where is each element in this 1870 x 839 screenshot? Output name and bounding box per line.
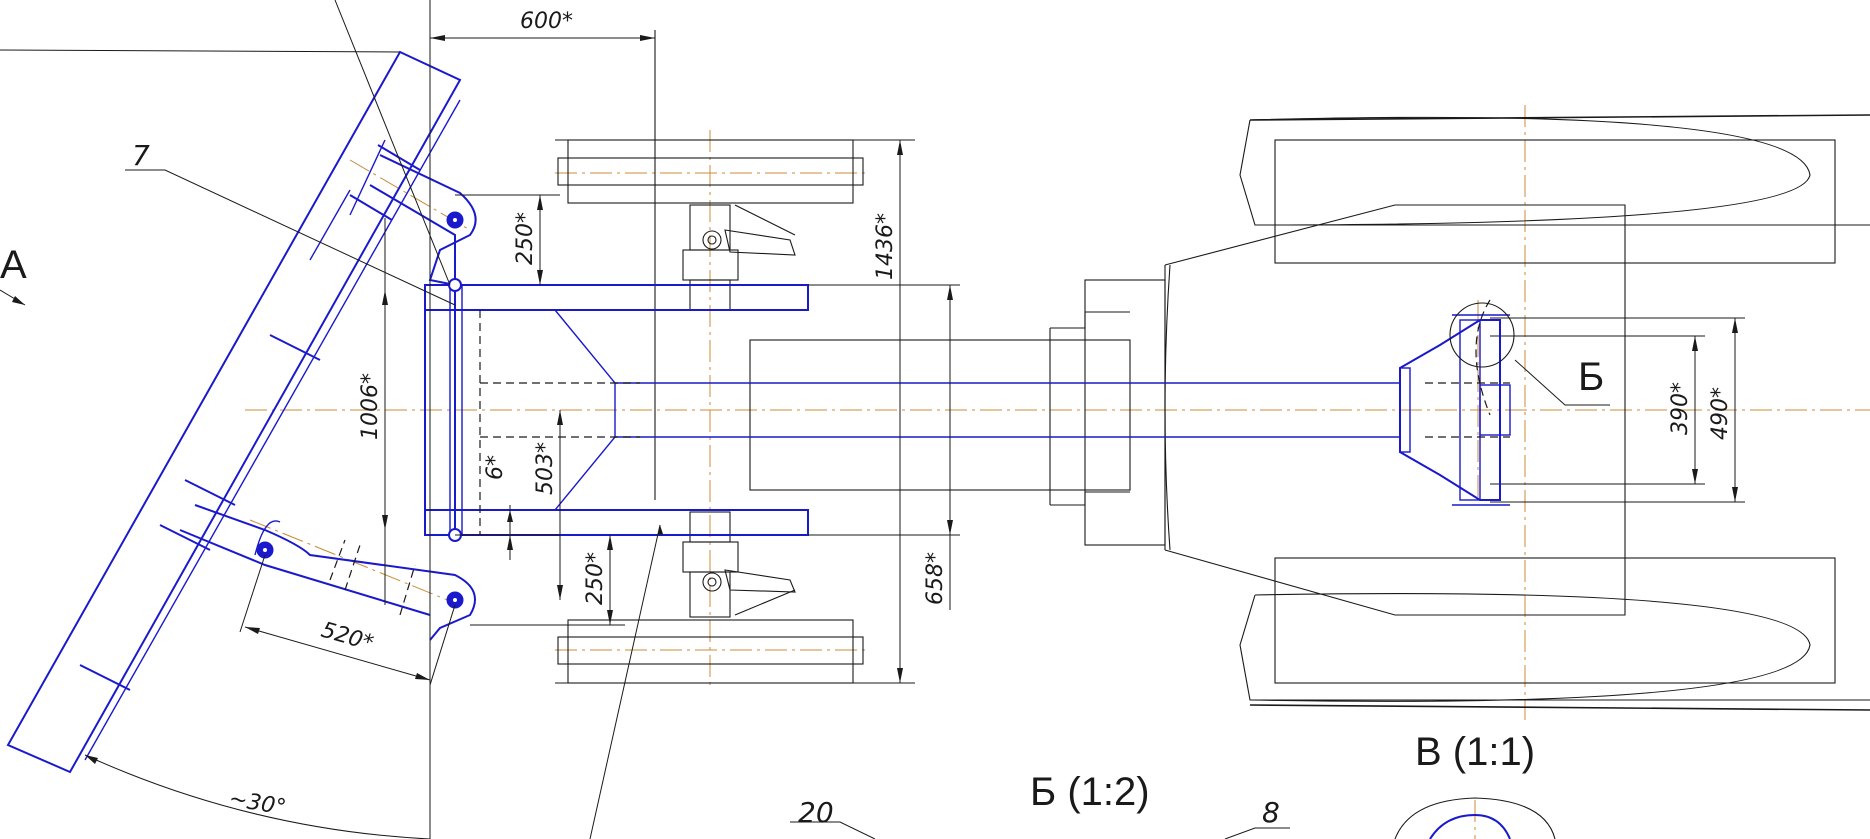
view-v-scale-label: В (1:1) — [1415, 730, 1535, 774]
dim-6: 6* — [483, 455, 508, 480]
dim-600: 600* — [520, 9, 573, 34]
dim-658: 658* — [923, 552, 948, 605]
hidden-lines — [329, 299, 1510, 616]
dim-503: 503* — [533, 442, 558, 495]
dim-1436: 1436* — [873, 213, 898, 280]
dim-250-bottom: 250* — [583, 552, 608, 605]
dimension-lines — [84, 0, 1738, 839]
dim-390: 390* — [1668, 382, 1693, 435]
dim-490: 490* — [1708, 387, 1733, 440]
view-a-label: A — [0, 243, 27, 287]
dim-angle-30: ~30° — [227, 786, 288, 821]
position-7-label: 7 — [132, 139, 150, 172]
view-labels: A 7 20 8 Б Б (1:2) В (1:1) — [0, 139, 1604, 829]
leader-lines — [0, 0, 1610, 839]
dim-1006: 1006* — [358, 373, 383, 440]
detail-b-label: Б — [1578, 355, 1604, 399]
position-20-label: 20 — [798, 796, 834, 829]
dimension-texts: 600* 250* 1436* 1006* 6* 503* 250* 658* … — [227, 9, 1733, 821]
dozer-frame — [6, 50, 1511, 774]
dim-250-top: 250* — [513, 212, 538, 265]
tractor-outline — [555, 30, 1870, 711]
position-8-label: 8 — [1262, 796, 1280, 829]
detail-b-scale-label: Б (1:2) — [1030, 770, 1150, 814]
